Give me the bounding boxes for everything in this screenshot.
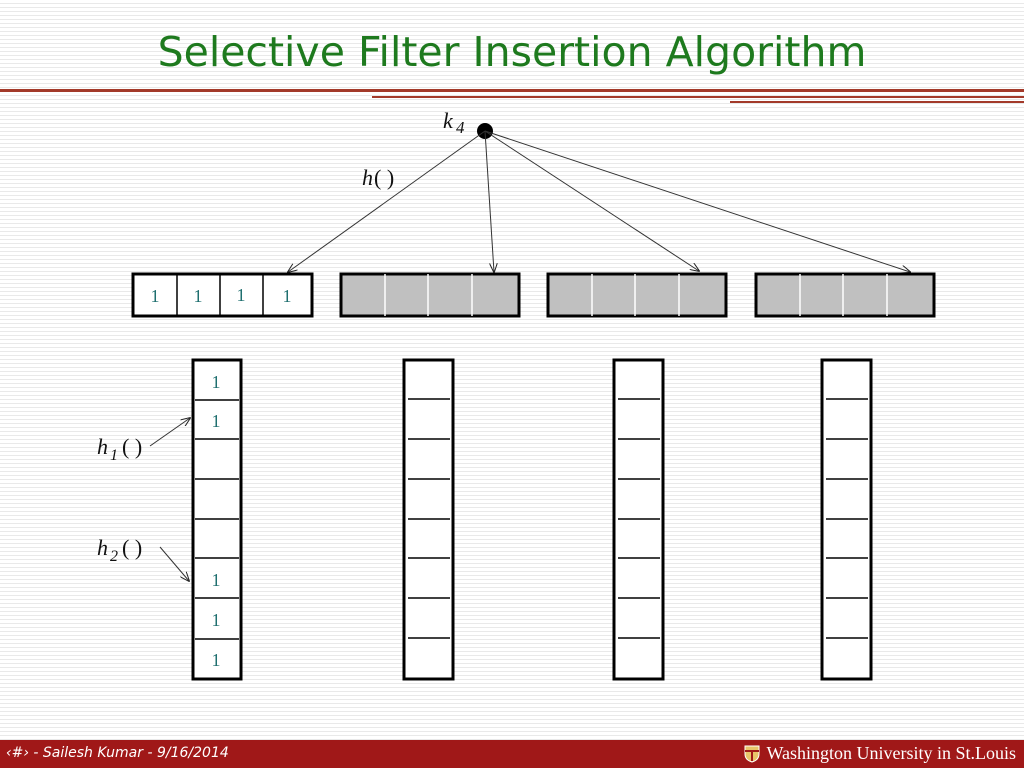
h2-label: h [97, 535, 108, 560]
footer-author-date: - Sailesh Kumar - 9/16/2014 [28, 745, 229, 761]
h1-label: h [97, 434, 108, 459]
h1-paren: ( ) [122, 434, 142, 459]
top-filter-1: 1 1 1 1 [131, 272, 314, 318]
top-filter-4 [754, 272, 936, 318]
filter-diagram: k 4 h ( ) 1 1 1 1 [97, 108, 936, 681]
bit-column-1-cell-6: 1 [212, 570, 221, 590]
hash-function-label: h [362, 165, 373, 190]
university-logo: Washington University in St.Louis [744, 743, 1016, 764]
bit-column-3 [612, 358, 665, 681]
h1-subscript: 1 [110, 447, 118, 464]
bit-column-1-cell-1: 1 [212, 372, 221, 392]
bit-column-2 [402, 358, 455, 681]
h2-arrow [159, 546, 189, 581]
title-rule-accent-short [730, 101, 1024, 103]
bit-column-1: 1 1 1 1 1 [191, 358, 243, 681]
slide-number: ‹#› [6, 745, 29, 761]
top-filter-1-cell-3: 1 [237, 285, 246, 305]
footer-text: ‹#› - Sailesh Kumar - 9/16/2014 [6, 745, 229, 761]
top-filter-3 [546, 272, 728, 318]
h1-arrow [149, 418, 190, 447]
slide-title: Selective Filter Insertion Algorithm [157, 28, 867, 76]
arrow-to-filter-1 [288, 130, 486, 272]
title-rule-accent [372, 96, 1024, 98]
arrow-to-filter-3 [484, 130, 699, 271]
h2-subscript: 2 [110, 548, 118, 565]
bit-column-1-cell-8: 1 [212, 650, 221, 670]
bit-column-4 [820, 358, 873, 681]
university-name: Washington University in St.Louis [766, 743, 1016, 763]
footer-bar: ‹#› - Sailesh Kumar - 9/16/2014 Washingt… [0, 740, 1024, 768]
bit-column-1-cell-7: 1 [212, 610, 221, 630]
university-shield-icon [744, 745, 760, 763]
key-subscript: 4 [456, 118, 465, 137]
arrow-to-filter-4 [484, 130, 910, 272]
top-filter-1-cell-1: 1 [151, 286, 160, 306]
bit-column-1-cell-2: 1 [212, 411, 221, 431]
key-label: k [443, 108, 454, 133]
top-filter-1-cell-2: 1 [194, 286, 203, 306]
top-filter-1-cell-4: 1 [283, 286, 292, 306]
title-rule [0, 89, 1024, 92]
hash-function-paren: ( ) [374, 165, 394, 190]
h2-paren: ( ) [122, 535, 142, 560]
top-filter-2 [339, 272, 521, 318]
arrow-to-filter-2 [484, 130, 494, 272]
